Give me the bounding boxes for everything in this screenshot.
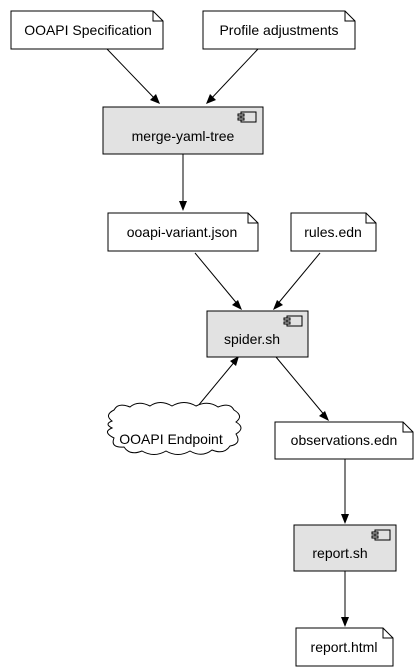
node-ooapi-specification[interactable]: OOAPI Specification (10, 10, 164, 50)
component-icon (283, 315, 303, 327)
node-label: rules.edn (304, 224, 362, 240)
arrowhead-profile-to-merge (206, 94, 216, 104)
node-report-html[interactable]: report.html (295, 627, 394, 667)
node-label: OOAPI Specification (24, 22, 152, 38)
artifact-fold (382, 628, 393, 639)
node-ooapi-variant-json[interactable]: ooapi-variant.json (107, 212, 259, 252)
artifact-shape (295, 627, 394, 667)
artifact-fold (247, 213, 258, 224)
arrowhead-merge-to-variant (179, 201, 187, 211)
node-observations-edn[interactable]: observations.edn (274, 421, 414, 460)
edge-rules-to-spider (275, 252, 321, 307)
component-shape (102, 106, 264, 155)
node-label: Profile adjustments (219, 22, 338, 38)
node-label: spider.sh (224, 331, 280, 347)
artifact-shape (202, 10, 356, 50)
artifact-shape (290, 212, 377, 252)
arrowhead-report-sh-to-html (341, 617, 349, 627)
artifact-shape (107, 212, 259, 252)
node-report-sh[interactable]: report.sh (293, 524, 397, 572)
artifact-fold (365, 213, 376, 224)
node-label: merge-yaml-tree (132, 128, 235, 144)
node-ooapi-endpoint[interactable]: OOAPI Endpoint (107, 402, 242, 455)
artifact-fold (152, 11, 163, 22)
node-merge-yaml-tree[interactable]: merge-yaml-tree (102, 106, 264, 155)
node-rules-edn[interactable]: rules.edn (290, 212, 377, 252)
artifact-shape (274, 421, 414, 460)
artifact-fold (344, 11, 355, 22)
artifact-shape (10, 10, 164, 50)
arrowhead-observations-to-report-sh (341, 514, 349, 524)
edge-spec-to-merge (106, 48, 158, 102)
cloud-shape (107, 402, 242, 455)
component-icon (371, 529, 391, 541)
node-label: ooapi-variant.json (127, 224, 238, 240)
node-label: observations.edn (291, 432, 398, 448)
edge-variant-to-spider (194, 252, 240, 307)
node-profile-adjustments[interactable]: Profile adjustments (202, 10, 356, 50)
component-icon (237, 111, 257, 123)
arrowhead-endpoint-to-spider (230, 356, 239, 366)
arrowhead-rules-to-spider (273, 300, 283, 310)
arrowhead-spider-to-observations (319, 411, 329, 421)
node-label: OOAPI Endpoint (119, 431, 223, 447)
node-label: report.html (311, 639, 378, 655)
arrowhead-spec-to-merge (150, 94, 160, 104)
edges (106, 48, 349, 627)
node-label: report.sh (312, 545, 367, 561)
node-spider-sh[interactable]: spider.sh (206, 310, 309, 358)
artifact-fold (402, 422, 413, 433)
arrowhead-variant-to-spider (232, 300, 242, 310)
edge-profile-to-merge (208, 48, 259, 102)
edge-spider-to-observations (275, 356, 327, 418)
